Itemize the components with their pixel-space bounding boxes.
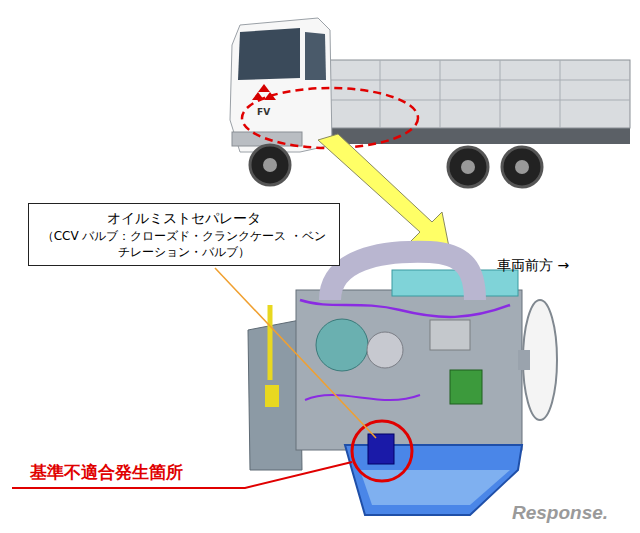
compressor <box>367 332 403 368</box>
yellow-part <box>268 305 273 380</box>
highlight-circle <box>352 421 412 481</box>
yellow-part <box>265 385 279 407</box>
pipe <box>300 300 510 317</box>
truck-illustration <box>230 18 630 187</box>
cylinder-head <box>392 270 518 296</box>
part-description: （CCV バルブ：クローズド・クランクケース ・ベンチレーション・バルブ） <box>37 228 331 260</box>
green-part <box>450 370 482 404</box>
engine-block <box>296 290 522 450</box>
cargo-bed <box>330 60 630 128</box>
intake-pipe <box>330 252 475 300</box>
engine-part <box>430 320 470 350</box>
oil-pan-face <box>360 470 510 505</box>
part-name: オイルミストセパレータ <box>37 209 331 228</box>
callout-box: オイルミストセパレータ（CCV バルブ：クローズド・クランクケース ・ベンチレー… <box>28 203 340 266</box>
model-badge: FV <box>257 107 270 117</box>
oil-mist-separator <box>368 434 394 464</box>
turbocharger <box>316 319 368 371</box>
side-window <box>305 32 326 80</box>
truck-cab <box>230 18 332 152</box>
nonconformity-label: 基準不適合発生箇所 <box>30 461 183 484</box>
leader-line <box>12 462 352 488</box>
hub <box>518 350 530 370</box>
direction-label: 車両前方 → <box>497 257 569 275</box>
windshield <box>238 28 300 80</box>
pipe <box>305 395 420 400</box>
leader-line <box>215 268 376 438</box>
truck-chassis <box>320 128 630 144</box>
watermark: Response. <box>512 502 608 524</box>
flywheel-housing <box>248 320 302 470</box>
